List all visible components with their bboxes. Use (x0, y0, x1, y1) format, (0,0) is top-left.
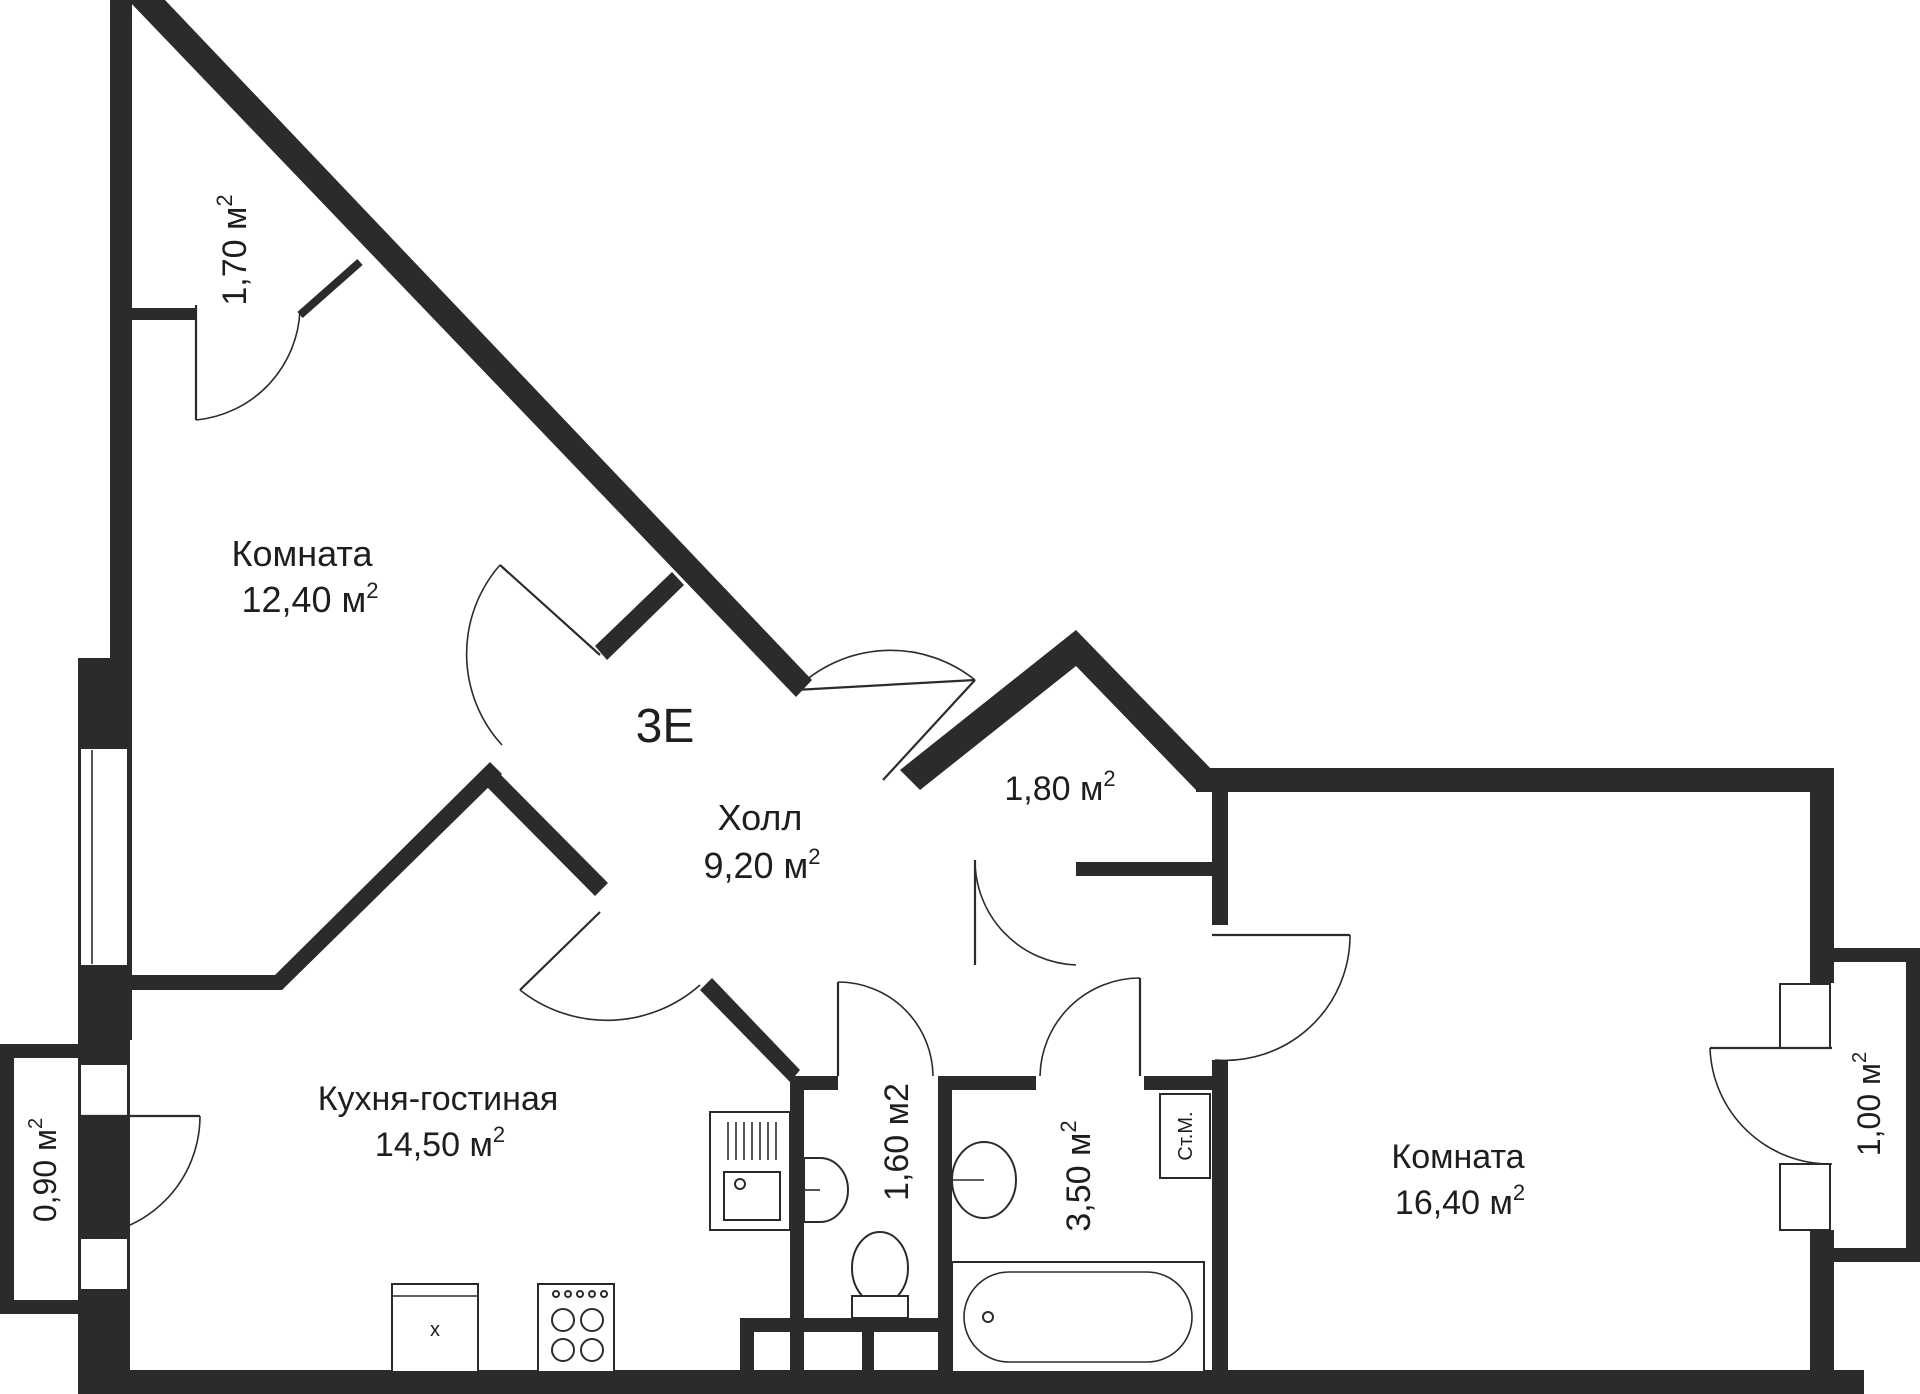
balcony-right-area: 1,00 м2 (1849, 1052, 1887, 1156)
storage-top-area: 1,70 м2 (212, 194, 254, 305)
wall-right-top (1196, 768, 1832, 792)
fixtures: x Ст.М. (391, 1093, 1211, 1373)
kitchen-area: 14,50 м2 (375, 1122, 505, 1164)
wall-storage-bottom (1076, 862, 1216, 876)
wall-room-hall (595, 572, 684, 660)
wall-kitchen-bottom-post-b (862, 1332, 874, 1374)
wall-storage-diagonal (900, 630, 1216, 790)
windows (79, 747, 1831, 1291)
wall-kitchen-hall (485, 772, 608, 896)
wall-right-outer-lower (1810, 1230, 1834, 1394)
room-right-area: 16,40 м2 (1395, 1180, 1525, 1222)
room-left-name: Комната (232, 533, 374, 574)
wall-bath-top-right (1144, 1076, 1214, 1090)
wall-kitchen-toilet (700, 978, 800, 1082)
toilet-area: 1,60 м2 (878, 1083, 916, 1201)
wall-bath-top-left (938, 1076, 1036, 1090)
hall-name: Холл (718, 797, 803, 838)
washing-machine-icon (391, 1283, 479, 1373)
wall-balcony-left (0, 1044, 80, 1314)
window-balcony-left-bottom (79, 1237, 129, 1291)
kitchen-name: Кухня-гостиная (318, 1080, 559, 1118)
toilet-icon (851, 1231, 909, 1305)
doors (79, 259, 1833, 1237)
riser-box (1159, 1093, 1211, 1179)
wall-kitchen-bottom-block (740, 1318, 940, 1332)
hall-area: 9,20 м2 (703, 844, 820, 886)
storage-mid-area: 1,80 м2 (1004, 766, 1115, 808)
toilet-washbasin-icon (803, 1157, 849, 1223)
apartment-code: 3E (636, 700, 695, 753)
window-balcony-right-bottom (1779, 1163, 1831, 1231)
wall-bottom (78, 1370, 1864, 1394)
wall-room-left-bottom (128, 762, 502, 990)
washer-mark: x (430, 1319, 440, 1341)
room-right-name: Комната (1391, 1138, 1524, 1176)
window-balcony-right-top (1779, 983, 1831, 1049)
wall-right-room-west (1212, 785, 1228, 925)
bathroom-area: 3,50 м2 (1056, 1120, 1098, 1231)
wall-toilet-west (790, 1076, 804, 1376)
balcony-left-area: 0,90 м2 (25, 1118, 63, 1222)
window-balcony-left-top (79, 1063, 129, 1117)
wall-toilet-top (790, 1076, 838, 1090)
room-left-area: 12,40 м2 (241, 578, 378, 620)
wall-toilet-bath (938, 1076, 952, 1376)
window-left (79, 747, 129, 967)
wall-kitchen-bottom-post-a (740, 1318, 754, 1374)
wall-balcony-right (1832, 948, 1920, 1262)
wall-right-outer (1810, 768, 1834, 983)
labels: 3E 1,70 м2 Комната 12,40 м2 Холл 9,20 м2… (25, 194, 1887, 1231)
wall-right-room-west-lower (1212, 1060, 1228, 1370)
wall-diagonal-main (128, 0, 812, 697)
riser-label: Ст.М. (1175, 1111, 1197, 1160)
